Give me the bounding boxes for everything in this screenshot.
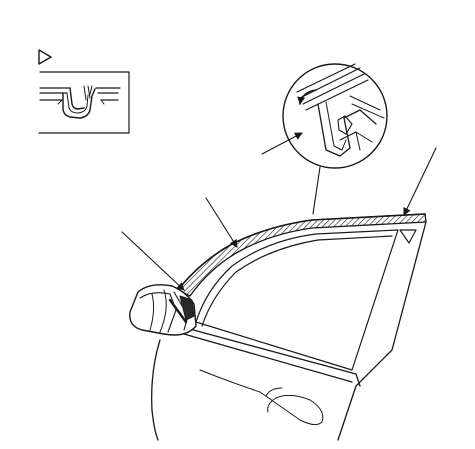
arrow-to-callout — [261, 132, 303, 155]
window-glass-edge — [195, 229, 399, 371]
door-panel — [151, 221, 427, 441]
arrow-to-molding-rear — [403, 147, 437, 216]
triangle-pointer-icon — [38, 49, 52, 65]
clip-detail-inset — [38, 71, 130, 134]
mirror-cover-tape — [129, 284, 197, 336]
arrow-to-molding-middle — [205, 197, 238, 248]
callout-leader-line — [312, 166, 321, 215]
leader-arrows — [121, 132, 437, 291]
magnified-clip-callout — [282, 63, 388, 169]
arrow-to-mirror — [121, 231, 185, 291]
